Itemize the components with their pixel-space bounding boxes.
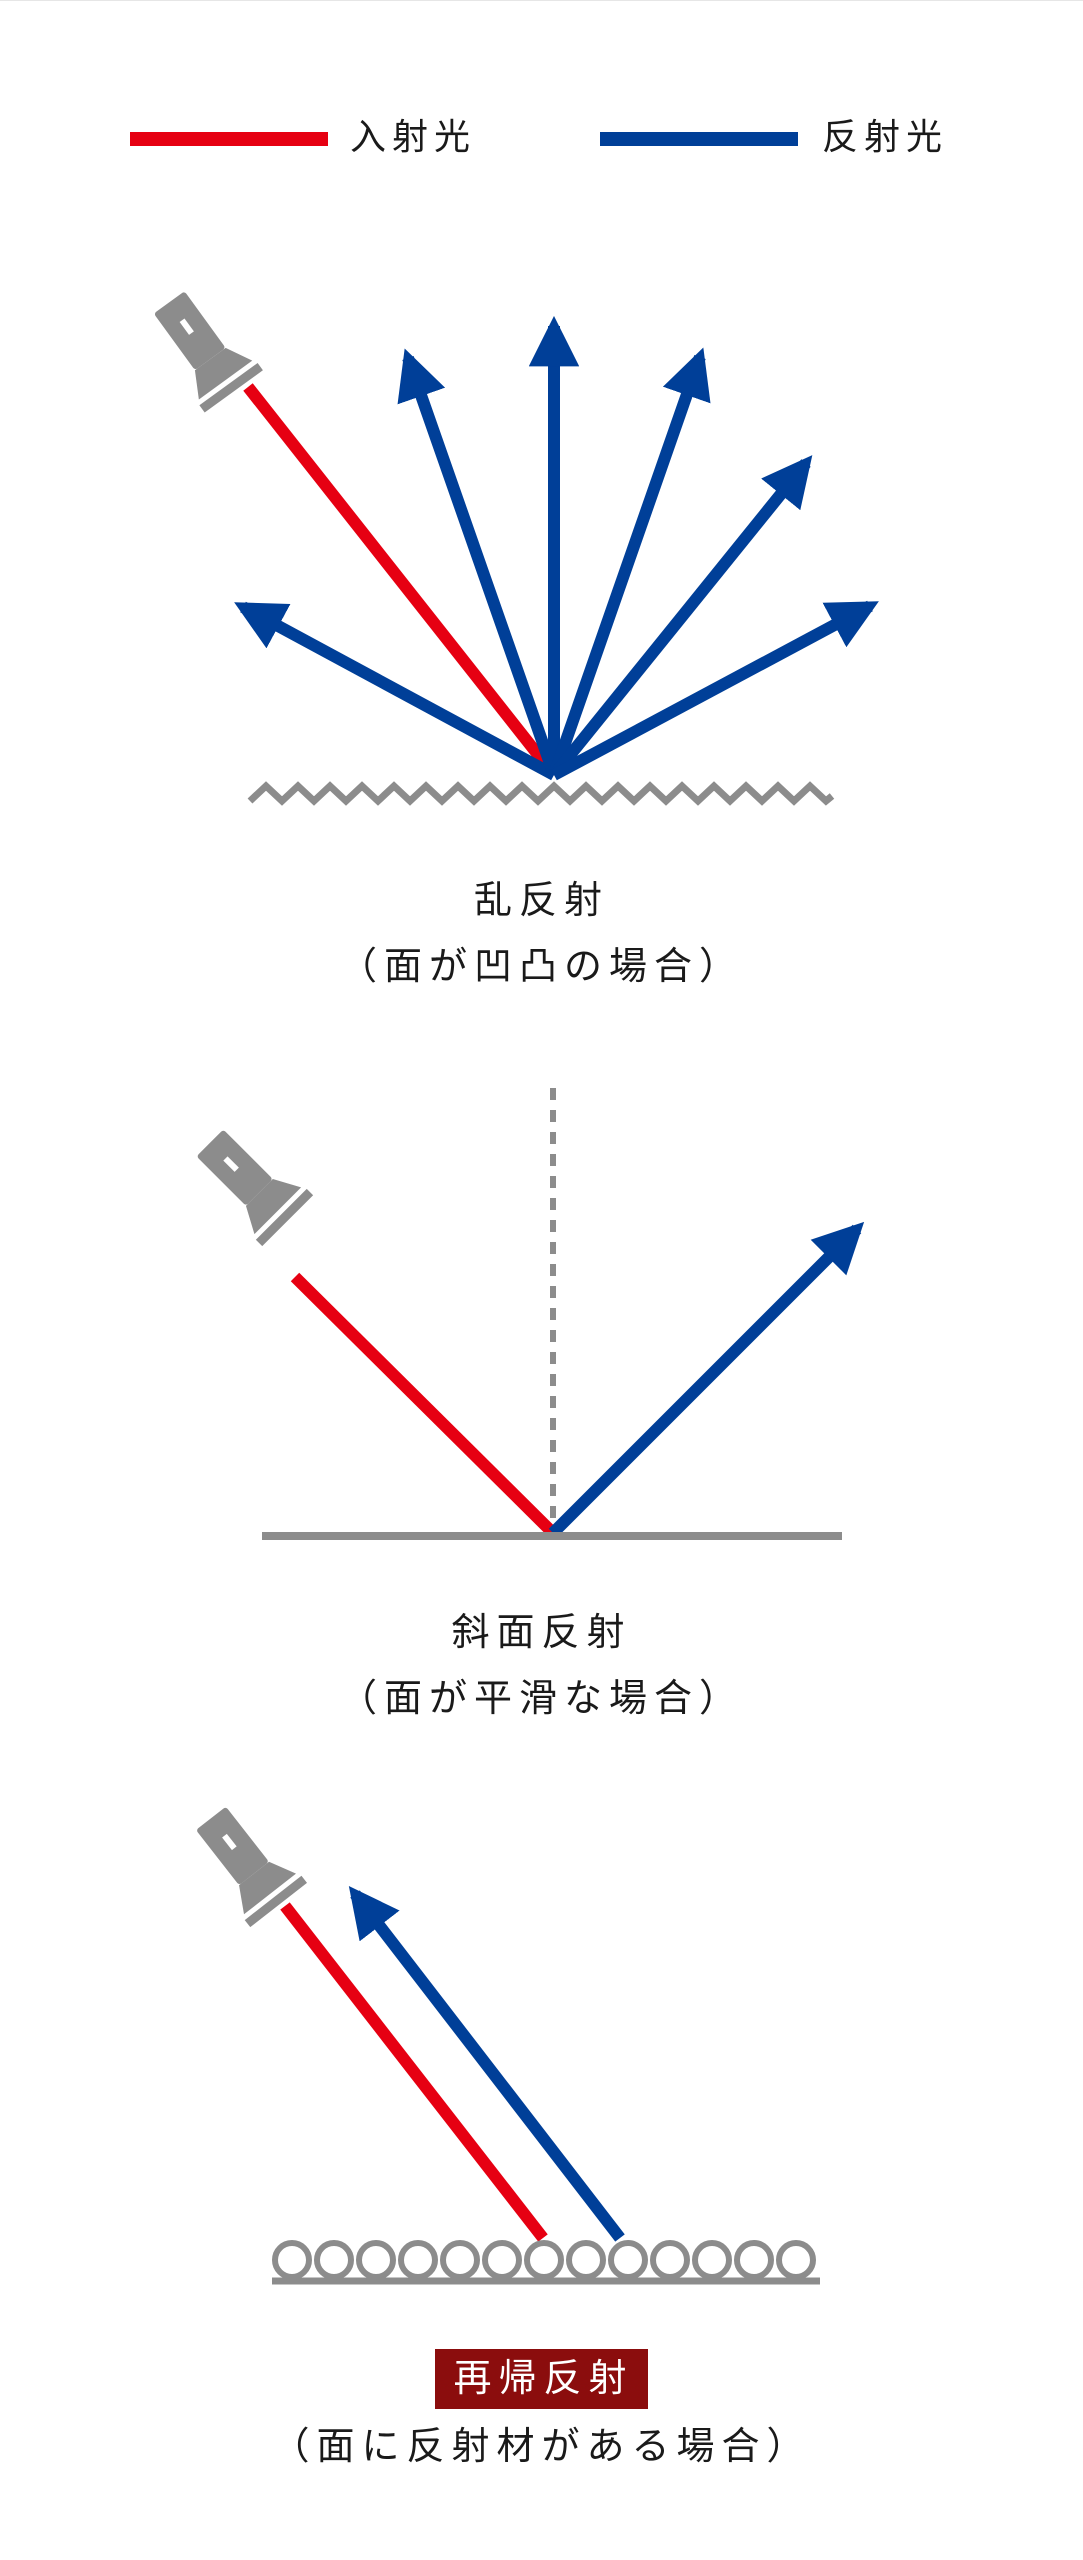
legend-incident-swatch <box>130 132 328 146</box>
specular-title: 斜面反射 <box>451 1610 632 1654</box>
retro-title: 再帰反射 <box>435 2349 648 2409</box>
specular-reflection-diagram <box>184 1088 865 1540</box>
diffuse-subtitle: （面が凹凸の場合） <box>338 944 744 988</box>
retroreflective-beads <box>272 2240 816 2280</box>
legend-reflected-swatch <box>600 132 798 146</box>
flashlight-icon <box>140 281 263 413</box>
incident-ray <box>243 383 559 779</box>
incident-ray <box>290 1272 558 1538</box>
legend-reflected-label: 反射光 <box>822 117 949 158</box>
reflected-ray <box>348 1886 625 2242</box>
legend-incident-label: 入射光 <box>350 117 477 158</box>
retro-reflection-diagram <box>182 1796 820 2285</box>
specular-subtitle: （面が平滑な場合） <box>338 1676 744 1720</box>
reflected-ray-upper-right <box>548 347 711 777</box>
diffuse-title: 乱反射 <box>473 878 609 922</box>
reflected-ray-right-high <box>549 455 813 779</box>
reflected-ray-left <box>234 601 557 781</box>
retro-subtitle: （面に反射材がある場合） <box>271 2424 812 2468</box>
rough-surface <box>247 781 835 806</box>
diffuse-reflection-diagram <box>140 281 879 806</box>
incident-ray <box>280 1902 548 2242</box>
reflected-ray <box>548 1221 865 1538</box>
reflected-ray-upper-left <box>397 348 560 777</box>
retro-title-wrap: 再帰反射 <box>0 2349 1083 2409</box>
flashlight-icon <box>184 1117 314 1247</box>
reflected-ray-right <box>551 600 879 781</box>
